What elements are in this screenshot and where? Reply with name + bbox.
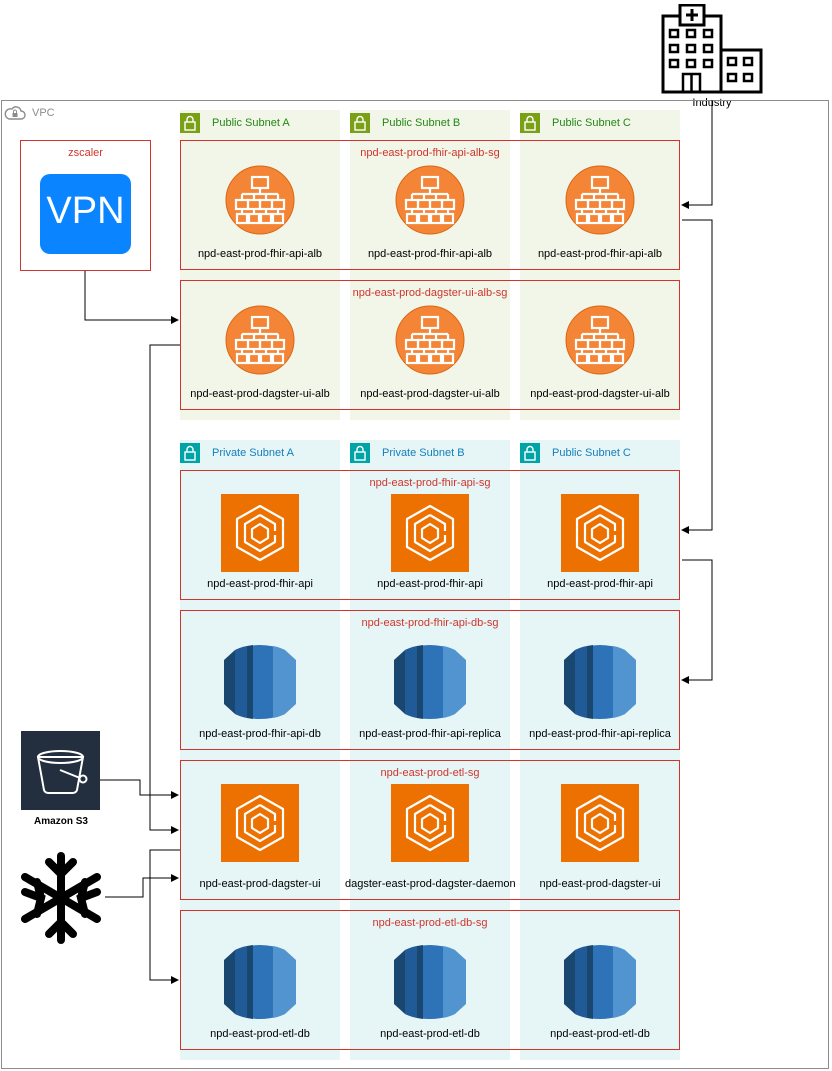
load-balancer-icon (395, 165, 465, 238)
public-subnet-lock-icon (180, 113, 200, 133)
vpc-label: VPC (32, 107, 55, 119)
rds-icon (393, 642, 467, 725)
public-subnet-lock-icon (350, 113, 370, 133)
node-label: dagster-east-prod-dagster-daemon (345, 878, 516, 890)
security-group-title: npd-east-prod-fhir-api-sg (369, 477, 491, 489)
private-subnet-title: Private Subnet A (212, 447, 294, 459)
industry-to-alb (681, 100, 713, 209)
load-balancer-icon (565, 305, 635, 378)
private-subnet-title: Public Subnet C (552, 447, 631, 459)
node-label: npd-east-prod-etl-db (380, 1028, 480, 1040)
load-balancer-icon (225, 305, 295, 378)
public-subnet-title: Public Subnet A (212, 117, 290, 129)
public-subnet-title: Public Subnet B (382, 117, 461, 129)
node-label: npd-east-prod-fhir-api-alb (197, 248, 323, 260)
fhir-api-sg (180, 470, 680, 600)
cloud-lock-icon (4, 106, 26, 120)
private-subnet-lock-icon (180, 443, 200, 463)
ecs-icon (561, 494, 639, 575)
private-subnet-lock-icon (520, 443, 540, 463)
ecs-icon (391, 494, 469, 575)
load-balancer-icon (225, 165, 295, 238)
security-group-title: npd-east-prod-fhir-api-db-sg (361, 617, 499, 629)
etl-to-etl-db (149, 849, 180, 984)
security-group-title: npd-east-prod-fhir-api-alb-sg (360, 147, 500, 159)
node-label: npd-east-prod-dagster-ui-alb (530, 388, 670, 400)
load-balancer-icon (395, 305, 465, 378)
node-label: npd-east-prod-etl-db (210, 1028, 310, 1040)
node-label: npd-east-prod-dagster-ui-alb (360, 388, 500, 400)
snowflake-to-etl (105, 874, 179, 898)
rds-icon (563, 942, 637, 1025)
dagster-ui-alb-sg (180, 280, 680, 410)
node-label: npd-east-prod-dagster-ui (199, 878, 321, 890)
vpn-icon (40, 174, 131, 254)
fhir-api-to-db (681, 559, 713, 684)
rds-icon (223, 642, 297, 725)
vpc-container (1, 100, 829, 1069)
etl-sg (180, 760, 680, 900)
node-label: npd-east-prod-fhir-api (547, 578, 653, 590)
ecs-icon (391, 784, 469, 865)
zscaler-title: zscaler (68, 147, 103, 159)
dagster-alb-to-etl (149, 344, 180, 834)
node-label: npd-east-prod-dagster-ui-alb (190, 388, 330, 400)
node-label: npd-east-prod-fhir-api (207, 578, 313, 590)
node-label: npd-east-prod-fhir-api-replica (529, 728, 671, 740)
ecs-icon (561, 784, 639, 865)
s3-to-etl (100, 779, 179, 799)
s3-label: Amazon S3 (34, 816, 88, 827)
node-label: npd-east-prod-dagster-ui (539, 878, 661, 890)
node-label: npd-east-prod-fhir-api-db (199, 728, 321, 740)
hospital-building-icon (661, 4, 763, 94)
private-subnet-lock-icon (350, 443, 370, 463)
fhir-alb-to-api (681, 219, 713, 534)
public-subnet-lock-icon (520, 113, 540, 133)
zscaler-to-dagster-alb (84, 271, 179, 324)
security-group-title: npd-east-prod-etl-sg (380, 767, 480, 779)
node-label: npd-east-prod-fhir-api (377, 578, 483, 590)
ecs-icon (221, 494, 299, 575)
node-label: npd-east-prod-etl-db (550, 1028, 650, 1040)
rds-icon (223, 942, 297, 1025)
snowflake-icon (21, 852, 101, 944)
security-group-title: npd-east-prod-etl-db-sg (372, 917, 488, 929)
fhir-api-db-sg (180, 610, 680, 750)
ecs-icon (221, 784, 299, 865)
rds-icon (563, 642, 637, 725)
s3-bucket-icon (21, 731, 100, 810)
public-subnet-title: Public Subnet C (552, 117, 631, 129)
vpn-text: VPN (46, 190, 125, 232)
fhir-api-alb-sg (180, 140, 680, 270)
security-group-title: npd-east-prod-dagster-ui-alb-sg (352, 287, 508, 299)
zscaler-box (20, 140, 151, 271)
etl-db-sg (180, 910, 680, 1050)
rds-icon (393, 942, 467, 1025)
node-label: npd-east-prod-fhir-api-alb (367, 248, 493, 260)
node-label: npd-east-prod-fhir-api-replica (359, 728, 501, 740)
node-label: npd-east-prod-fhir-api-alb (537, 248, 663, 260)
load-balancer-icon (565, 165, 635, 238)
private-subnet-title: Private Subnet B (382, 447, 465, 459)
